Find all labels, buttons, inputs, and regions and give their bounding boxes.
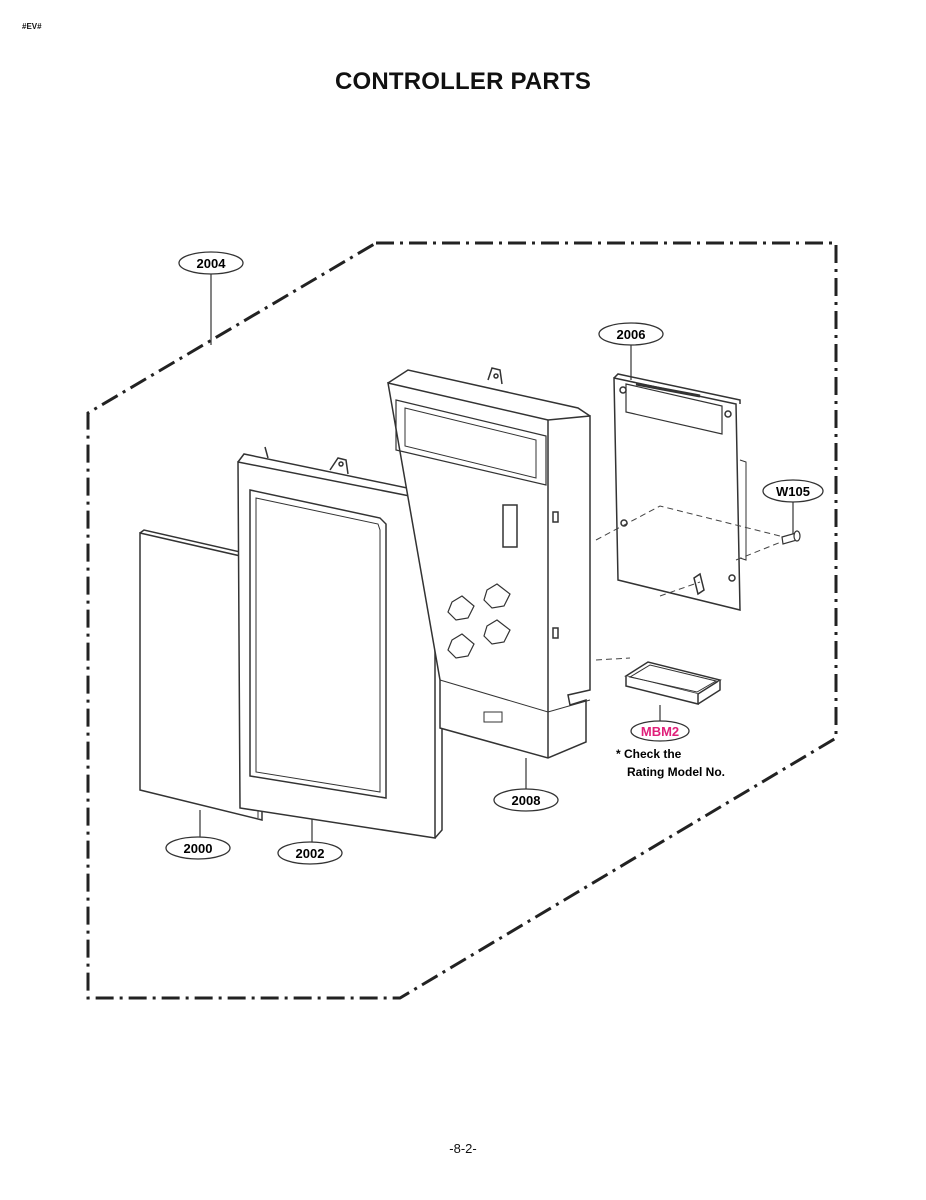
label-2002: 2002 <box>296 846 325 861</box>
label-mbm2: MBM2 <box>641 724 679 739</box>
callout-2004: 2004 <box>178 251 244 275</box>
part-mbm2-module <box>624 661 722 705</box>
label-2000: 2000 <box>184 841 213 856</box>
page-number: -8-2- <box>449 1141 477 1156</box>
callout-w105: W105 <box>762 479 824 503</box>
part-w105-screw <box>781 530 801 545</box>
assembly-boundary <box>86 241 838 1000</box>
page-title: CONTROLLER PARTS <box>334 68 592 95</box>
label-w105: W105 <box>776 484 810 499</box>
callout-2002: 2002 <box>277 841 343 865</box>
callout-2006: 2006 <box>598 322 664 346</box>
callout-2008: 2008 <box>493 788 559 812</box>
label-2004: 2004 <box>197 256 227 271</box>
assembly-dashed-lines <box>595 505 787 661</box>
label-2008: 2008 <box>512 793 541 808</box>
label-2006: 2006 <box>617 327 646 342</box>
callout-2000: 2000 <box>165 836 231 860</box>
part-2002-frame <box>237 446 443 839</box>
part-2008-housing <box>387 367 591 759</box>
callout-mbm2: MBM2 <box>630 720 690 742</box>
part-2006-pcb <box>613 373 747 611</box>
note-line-2: Rating Model No. <box>627 765 725 779</box>
note-line-1: * Check the <box>616 747 682 761</box>
document-code: #EV# <box>22 22 42 31</box>
